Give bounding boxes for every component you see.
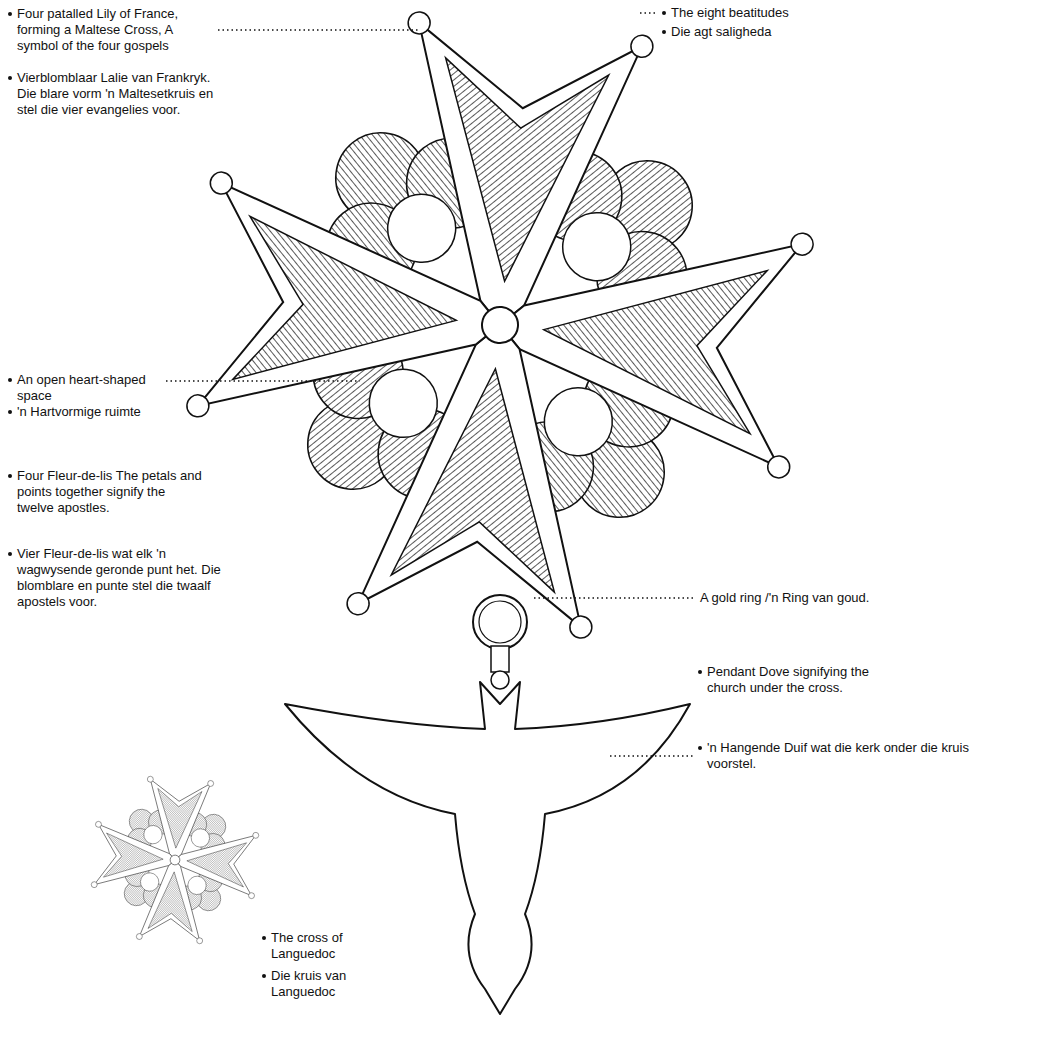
leader-lines [166,13,696,756]
label-text: Die agt saligheda [671,24,771,39]
label-text: 'n Hangende Duif wat die kerk onder die … [707,740,969,771]
bullet-dot [662,11,666,15]
bullet-dot [8,76,12,80]
label-text: The eight beatitudes [671,5,789,20]
bullet-dot [8,552,12,556]
label-text: The cross of Languedoc [271,930,343,961]
callout-label: Die agt saligheda [662,24,882,40]
bullet-dot [662,30,666,34]
gold-ring [473,595,527,649]
callout-label: Vierblomblaar Lalie van Frankryk. Die bl… [8,70,220,118]
callout-label: Pendant Dove signifying the church under… [698,664,878,696]
callout-label: The cross of Languedoc [262,930,392,962]
label-text: Vierblomblaar Lalie van Frankryk. Die bl… [17,70,213,117]
label-text: A gold ring /'n Ring van goud. [700,590,869,605]
label-text: 'n Hartvormige ruimte [17,404,141,419]
huguenot-cross [167,0,833,658]
dove-pendant [285,682,690,1014]
label-text: Four patalled Lily of France, forming a … [17,6,178,53]
label-text: Die kruis van Languedoc [271,968,346,999]
label-text: Pendant Dove signifying the church under… [707,664,869,695]
label-text: Four Fleur-de-lis The petals and points … [17,468,202,515]
callout-label: 'n Hangende Duif wat die kerk onder die … [698,740,1018,772]
label-text: Vier Fleur-de-lis wat elk 'n wagwysende … [17,546,221,609]
label-text: An open heart-shaped space [17,372,146,403]
bullet-dot [8,378,12,382]
languedoc-cross [88,773,263,948]
callout-label: The eight beatitudes [662,5,882,21]
bullet-dot [698,746,702,750]
callout-label: An open heart-shaped space [8,372,164,404]
callout-label: Vier Fleur-de-lis wat elk 'n wagwysende … [8,546,244,610]
bullet-dot [698,670,702,674]
pendant-stem [491,646,509,672]
callout-label: Die kruis van Languedoc [262,968,392,1000]
bullet-dot [262,974,266,978]
callout-label: Four patalled Lily of France, forming a … [8,6,216,54]
bullet-dot [8,474,12,478]
bullet-dot [8,12,12,16]
bullet-dot [262,936,266,940]
callout-label: 'n Hartvormige ruimte [8,404,164,420]
bullet-dot [8,410,12,414]
callout-label: Four Fleur-de-lis The petals and points … [8,468,204,516]
callout-label: A gold ring /'n Ring van goud. [700,590,1020,606]
